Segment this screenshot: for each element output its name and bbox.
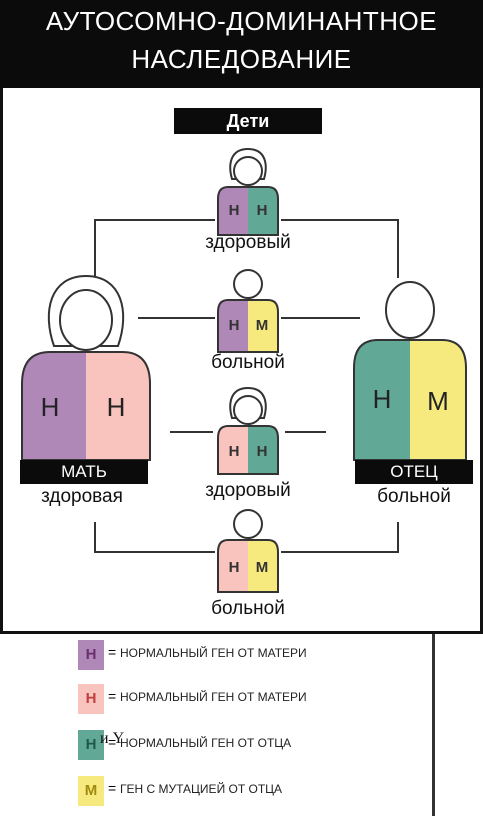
line-mother-child-1 — [94, 219, 215, 278]
child-1-head-icon — [233, 156, 263, 186]
line-mother-child-4 — [94, 522, 215, 553]
child-2-figure: Н М — [217, 269, 279, 353]
child-2-gene-right: М — [256, 317, 269, 334]
line-father-child-1 — [281, 219, 399, 278]
child-3-status: здоровый — [205, 480, 291, 501]
legend-equals-2: = — [108, 688, 117, 704]
frame-bottom-border — [0, 631, 483, 634]
child-1-status: здоровый — [205, 232, 291, 253]
legend-equals-4: = — [108, 780, 117, 796]
child-4-gene-right: М — [256, 559, 269, 576]
mother-label: МАТЬ — [20, 460, 148, 484]
legend-text-2: НОРМАЛЬНЫЙ ГЕН ОТ МАТЕРИ — [120, 690, 307, 704]
mother-head-icon — [59, 289, 113, 351]
children-label: Дети — [174, 108, 322, 134]
legend-right-border — [432, 634, 435, 816]
legend-swatch-2: Н — [78, 684, 104, 714]
legend-item-2: Н = НОРМАЛЬНЫЙ ГЕН ОТ МАТЕРИ — [78, 680, 418, 718]
legend-swatch-3: Н — [78, 730, 104, 760]
legend-swatch-1: Н — [78, 640, 104, 670]
mother-gene-right: Н — [107, 392, 126, 422]
title-line-2: НАСЛЕДОВАНИЕ — [131, 44, 352, 74]
father-gene-left: Н — [373, 384, 392, 414]
legend-text-3: НОРМАЛЬНЫЙ ГЕН ОТ ОТЦА — [120, 736, 292, 750]
legend-item-3: Н = НОРМАЛЬНЫЙ ГЕН ОТ ОТЦА — [78, 726, 418, 764]
child-4-status: больной — [211, 598, 285, 619]
legend: Н = НОРМАЛЬНЫЙ ГЕН ОТ МАТЕРИ Н = НОРМАЛЬ… — [70, 634, 435, 816]
legend-equals-1: = — [108, 644, 117, 660]
father-label: ОТЕЦ — [355, 460, 473, 484]
legend-text-1: НОРМАЛЬНЫЙ ГЕН ОТ МАТЕРИ — [120, 646, 307, 660]
legend-equals-3: = — [108, 734, 117, 750]
cropped-page-text: и Y — [100, 730, 125, 747]
line-father-child-4 — [281, 522, 399, 553]
mother-figure: Н Н — [21, 274, 151, 461]
child-3-head-icon — [233, 395, 263, 425]
child-1-figure: Н Н — [217, 147, 279, 236]
father-head-icon — [385, 281, 435, 339]
child-3-gene-left: Н — [229, 443, 240, 460]
inheritance-diagram: АУТОСОМНО-ДОМИНАНТНОЕ НАСЛЕДОВАНИЕ Дети … — [0, 0, 483, 634]
child-4-gene-left: Н — [229, 559, 240, 576]
mother-gene-left: Н — [41, 392, 60, 422]
child-3-figure: Н Н — [217, 386, 279, 475]
frame-right-border — [480, 88, 483, 632]
child-1-gene-left: Н — [229, 202, 240, 219]
title-line-1: АУТОСОМНО-ДОМИНАНТНОЕ — [45, 6, 438, 36]
frame-left-border — [0, 88, 3, 632]
child-4-figure: Н М — [217, 509, 279, 593]
father-gene-right: М — [427, 386, 449, 416]
connector-lines — [94, 219, 399, 553]
legend-swatch-4: М — [78, 776, 104, 806]
legend-item-1: Н = НОРМАЛЬНЫЙ ГЕН ОТ МАТЕРИ — [78, 636, 418, 674]
title-banner — [0, 0, 483, 88]
child-2-status: больной — [211, 352, 285, 373]
legend-item-4: М = ГЕН С МУТАЦИЕЙ ОТ ОТЦА — [78, 772, 418, 810]
father-figure: Н М — [353, 281, 467, 461]
legend-text-4: ГЕН С МУТАЦИЕЙ ОТ ОТЦА — [120, 782, 283, 796]
child-2-gene-left: Н — [229, 317, 240, 334]
child-4-head-icon — [233, 509, 263, 539]
mother-status: здоровая — [41, 486, 123, 507]
child-3-gene-right: Н — [257, 443, 268, 460]
child-1-gene-right: Н — [257, 202, 268, 219]
father-status: больной — [377, 486, 451, 507]
child-2-head-icon — [233, 269, 263, 299]
